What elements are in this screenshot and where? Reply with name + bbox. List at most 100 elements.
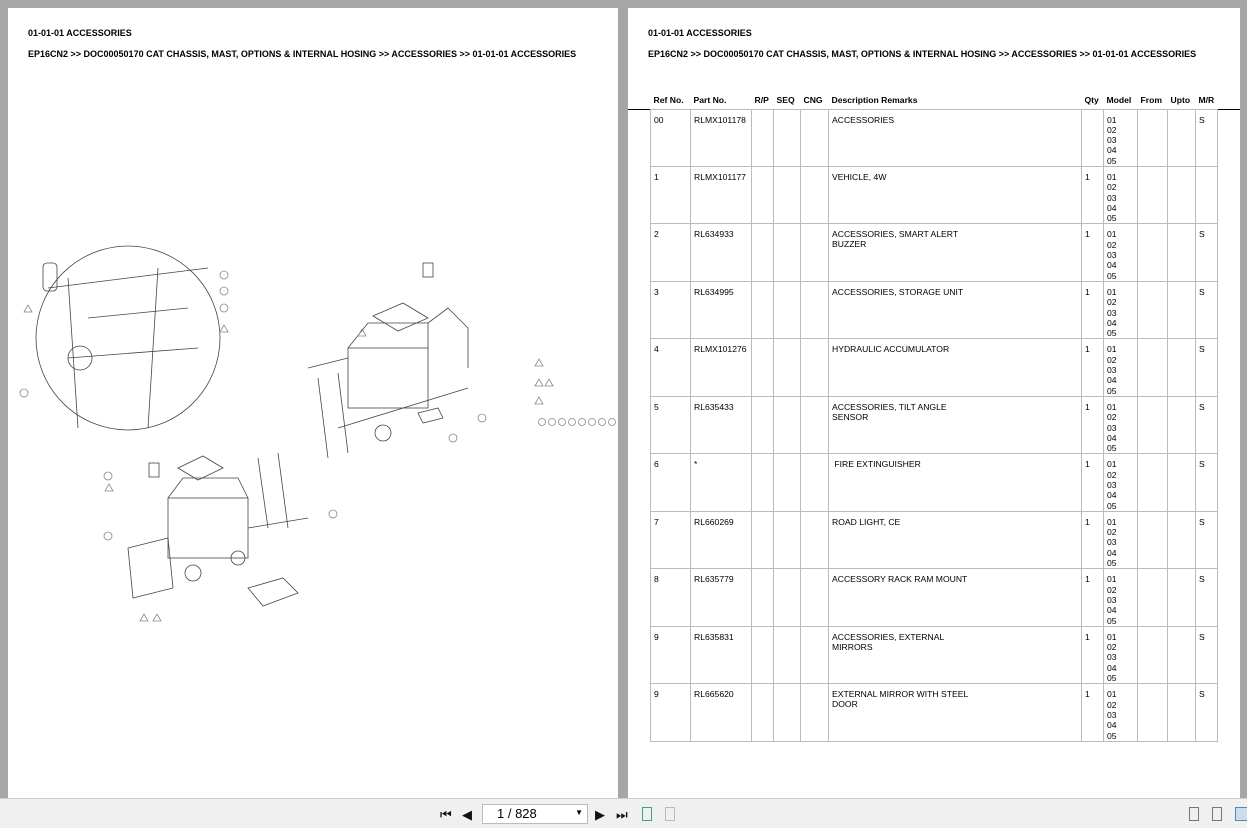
mr: S [1195,338,1218,397]
qty: 1 [1081,625,1104,685]
description-line: VEHICLE, 4W [832,171,887,182]
mr: S [1195,395,1218,455]
model-code: 01 [1107,401,1117,412]
cng [800,108,829,167]
cng [800,395,829,455]
seq [773,280,801,340]
from [1137,280,1168,340]
fit-page-icon[interactable] [642,807,652,821]
prev-page-icon[interactable]: ◀ [462,807,472,822]
model-code: 04 [1107,662,1117,673]
ref-no: 8 [650,568,691,627]
description-line: ACCESSORY RACK RAM MOUNT [832,574,968,585]
column-header: Description Remarks [831,95,918,106]
model-code: 01 [1107,689,1117,700]
from [1137,510,1168,570]
cng [800,453,829,512]
description-line: HYDRAULIC ACCUMULATOR [832,344,950,355]
from [1137,568,1168,627]
ref-no: 9 [650,625,691,685]
description: ACCESSORIES, STORAGE UNIT [828,280,1082,340]
model-code: 02 [1107,527,1117,538]
from [1137,338,1168,397]
part-no: RLMX101177 [690,165,752,225]
seq [773,338,801,397]
description-line: ACCESSORIES [832,114,895,125]
model-code: 05 [1107,155,1117,166]
forklift-lower [127,452,309,607]
page-title: 01-01-01 ACCESSORIES [648,28,752,38]
model-code: 05 [1107,213,1117,224]
model-code: 01 [1107,574,1117,585]
model-code: 04 [1107,547,1117,558]
seq [773,683,801,742]
next-page-icon[interactable]: ▶ [595,807,605,822]
fit-width-icon[interactable] [665,807,675,821]
qty: 1 [1081,683,1104,742]
model-code: 02 [1107,642,1117,653]
page-title: 01-01-01 ACCESSORIES [28,28,132,38]
part-no: RL635779 [690,568,752,627]
chevron-down-icon[interactable]: ▼ [575,808,583,817]
upto [1167,108,1196,167]
cng [800,683,829,742]
continuous-view-icon[interactable] [1212,807,1222,821]
detail-view-circle [35,245,221,431]
rp [751,453,774,512]
upto [1167,683,1196,742]
upto [1167,165,1196,225]
model-code: 02 [1107,584,1117,595]
model-code: 05 [1107,558,1117,569]
page-selector[interactable]: 1 / 828▼ [482,804,588,824]
qty: 1 [1081,338,1104,397]
description: FIRE EXTINGUISHER [828,453,1082,512]
part-no: RLMX101276 [690,338,752,397]
first-page-icon[interactable]: ⏮ [440,807,452,822]
rp [751,338,774,397]
model-code: 01 [1107,631,1117,642]
left-page: 01-01-01 ACCESSORIES EP16CN2 >> DOC00050… [8,8,618,798]
model-code: 05 [1107,730,1117,741]
mr: S [1195,625,1218,685]
model-code: 02 [1107,239,1117,250]
viewer-toolbar: ⏮ ◀ 1 / 828▼ ▶ ⏭ [0,798,1247,828]
description: VEHICLE, 4W [828,165,1082,225]
ref-no: 00 [650,108,691,167]
model-code: 03 [1107,594,1117,605]
mr: S [1195,510,1218,570]
upto [1167,510,1196,570]
ref-no: 4 [650,338,691,397]
upto [1167,395,1196,455]
two-page-view-icon[interactable] [1235,807,1247,821]
upto [1167,223,1196,282]
part-no: RL635831 [690,625,752,685]
seq [773,108,801,167]
model-code: 01 [1107,114,1117,125]
from [1137,625,1168,685]
qty: 1 [1081,223,1104,282]
model-code: 02 [1107,699,1117,710]
last-page-icon[interactable]: ⏭ [616,807,628,822]
qty: 1 [1081,510,1104,570]
model-code: 04 [1107,432,1117,443]
part-no: RLMX101178 [690,108,752,167]
single-page-view-icon[interactable] [1189,807,1199,821]
forklift-upper [307,262,469,459]
cng [800,625,829,685]
column-header: Upto [1170,95,1191,106]
model-code: 02 [1107,469,1117,480]
column-header: M/R [1198,95,1215,106]
part-no: RL634933 [690,223,752,282]
rp [751,165,774,225]
from [1137,165,1168,225]
